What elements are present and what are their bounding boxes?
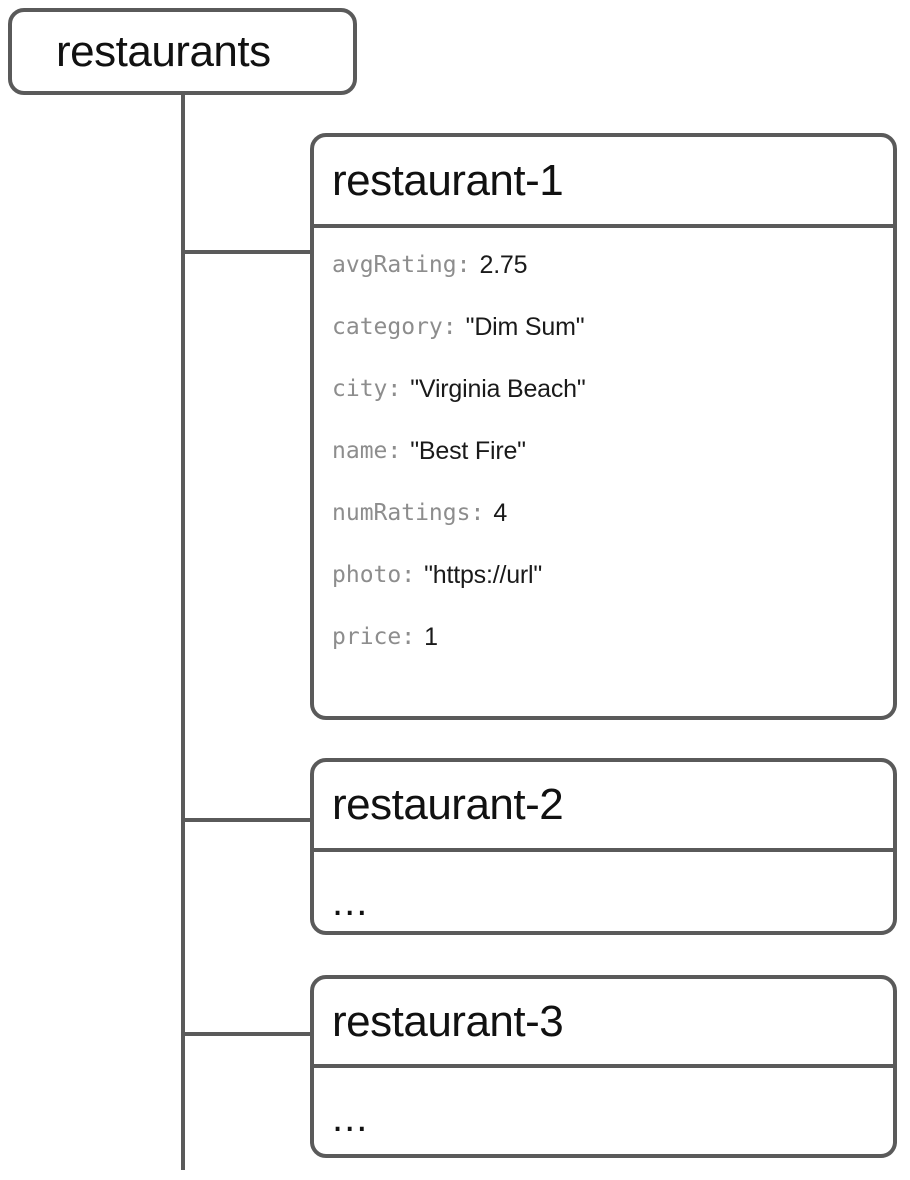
connector-line-restaurant-3: [181, 1032, 312, 1036]
field-key: avgRating: [332, 252, 457, 278]
field-separator: :: [470, 500, 485, 526]
tree-trunk-line: [181, 93, 185, 1170]
field-value: "Virginia Beach": [410, 374, 586, 403]
field-row: category : "Dim Sum": [314, 296, 893, 358]
connector-line-restaurant-2: [181, 818, 312, 822]
field-row: avgRating : 2.75: [314, 234, 893, 296]
field-list: avgRating : 2.75 category : "Dim Sum" ci…: [314, 228, 893, 668]
field-value: "https://url": [424, 560, 543, 589]
field-key: name: [332, 438, 388, 464]
field-key: city: [332, 376, 388, 402]
field-row: numRatings : 4: [314, 482, 893, 544]
field-key: photo: [332, 562, 402, 588]
field-separator: :: [387, 438, 402, 464]
field-separator: :: [456, 252, 471, 278]
document-body: avgRating : 2.75 category : "Dim Sum" ci…: [314, 228, 893, 668]
document-header: restaurant-3: [314, 979, 893, 1068]
field-value: "Dim Sum": [465, 312, 585, 341]
document-header: restaurant-1: [314, 137, 893, 228]
field-value: 2.75: [479, 250, 528, 279]
field-key: price: [332, 624, 402, 650]
document-node-restaurant-2[interactable]: restaurant-2 ...: [310, 758, 897, 935]
field-value: 4: [493, 498, 508, 527]
collection-node-restaurants[interactable]: restaurants: [8, 8, 357, 95]
field-key: numRatings: [332, 500, 471, 526]
ellipsis-placeholder: ...: [332, 880, 369, 924]
collection-name-label: restaurants: [56, 26, 271, 76]
document-id-label: restaurant-1: [332, 155, 564, 205]
document-node-restaurant-1[interactable]: restaurant-1 avgRating : 2.75 category :…: [310, 133, 897, 720]
field-key: category: [332, 314, 443, 340]
field-row: name : "Best Fire": [314, 420, 893, 482]
document-node-restaurant-3[interactable]: restaurant-3 ...: [310, 975, 897, 1158]
field-separator: :: [401, 562, 416, 588]
field-row: city : "Virginia Beach": [314, 358, 893, 420]
field-separator: :: [387, 376, 402, 402]
ellipsis-placeholder: ...: [332, 1096, 369, 1140]
connector-line-restaurant-1: [181, 250, 312, 254]
field-row: photo : "https://url": [314, 544, 893, 606]
field-separator: :: [401, 624, 416, 650]
document-body: ...: [314, 1068, 893, 1138]
document-header: restaurant-2: [314, 762, 893, 852]
field-value: 1: [424, 622, 438, 651]
document-id-label: restaurant-3: [332, 996, 564, 1046]
field-row: price : 1: [314, 606, 893, 668]
document-id-label: restaurant-2: [332, 780, 564, 829]
field-separator: :: [442, 314, 457, 340]
document-body: ...: [314, 852, 893, 922]
field-value: "Best Fire": [410, 436, 526, 465]
